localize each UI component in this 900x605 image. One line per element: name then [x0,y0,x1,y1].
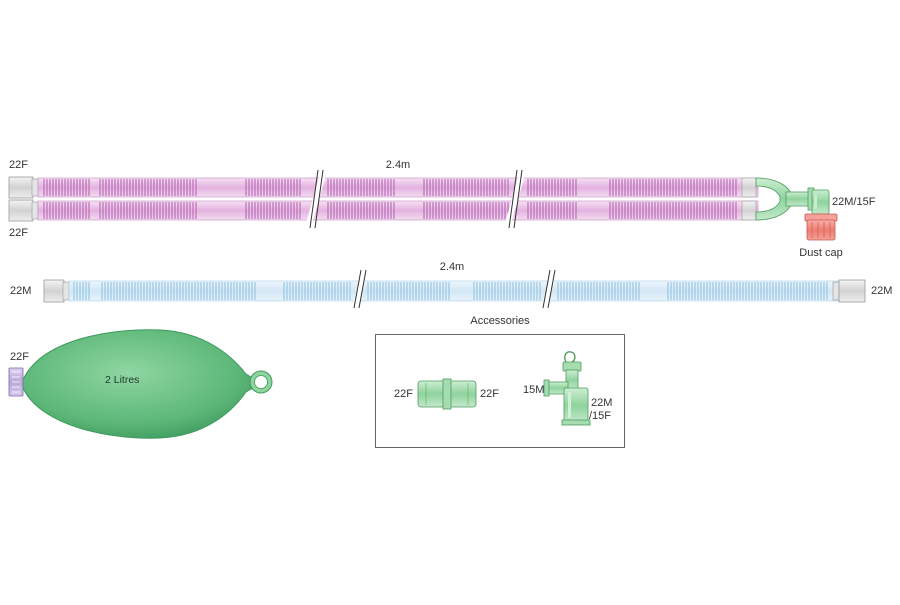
top-limb-port-label: 22F [9,159,28,171]
dust-cap-icon [804,213,838,241]
break-mark-icon [352,267,368,311]
bottom-limb-left-connector [8,199,34,222]
patient-port-label: 22M/15F [832,196,876,208]
blue-limb-right-connector [838,279,866,303]
accessories-title: Accessories [470,315,530,327]
dust-cap-label: Dust cap [799,247,843,259]
top-limb-left-connector [8,176,34,199]
break-mark-icon [541,267,557,311]
bottom-limb-port-label: 22F [9,227,28,239]
blue-limb [68,280,839,302]
single-limb-length-label: 2.4m [439,261,465,273]
straight-coupler [417,378,477,410]
dual-limb-length-label: 2.4m [385,159,411,171]
bag-connector-label: 22F [10,351,29,363]
blue-limb-left-connector [43,279,65,303]
elbow-connector-icon [543,351,591,426]
y-piece-icon [755,177,830,221]
elbow-bottom-port-label-1: 22M [591,397,613,409]
top-pink-limb [37,177,759,198]
single-limb-circuit [43,267,866,311]
accessories-box [375,334,625,448]
elbow-side-port-label: 15M [523,384,545,396]
coupler-left-port-label: 22F [394,388,413,400]
dual-limb-circuit [8,169,838,241]
bag-neck-ring-icon [249,370,273,394]
blue-limb-corrugations [73,282,828,300]
elbow-bottom-port-label-2: /15F [589,410,612,422]
coupler-right-port-label: 22F [480,388,499,400]
pink-limb-corrugations [43,179,737,219]
reservoir-bag [8,329,273,439]
bottom-pink-limb [37,200,759,221]
blue-limb-right-port-label: 22M [871,285,893,297]
break-mark-icon [305,169,327,229]
bag-volume-label: 2 Litres [105,374,140,386]
break-mark-icon [504,169,526,229]
blue-limb-left-port-label: 22M [10,285,32,297]
